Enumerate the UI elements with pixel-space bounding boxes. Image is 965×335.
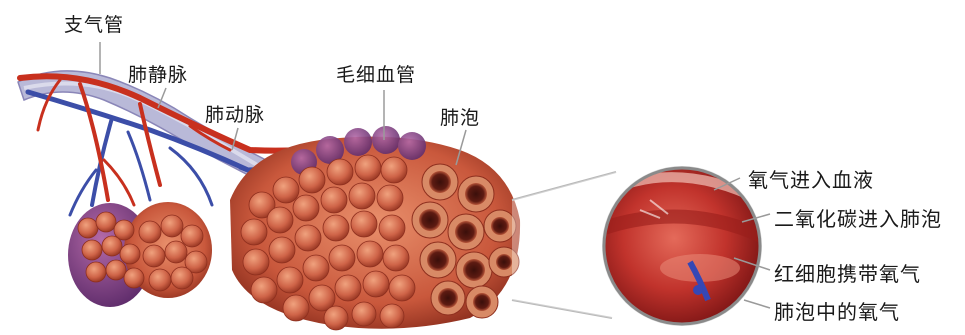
label-pulmonary-artery: 肺动脉	[205, 100, 265, 127]
label-pulmonary-vein: 肺静脉	[128, 60, 188, 87]
main-alveolar-cluster	[230, 126, 520, 330]
callout-oxygen-into-blood: 氧气进入血液	[748, 164, 874, 193]
callout-co2-into-alveolus: 二氧化碳进入肺泡	[774, 203, 942, 232]
callout-rbc-carries-oxygen: 红细胞携带氧气	[774, 258, 921, 287]
small-alveolar-cluster	[68, 202, 212, 307]
label-capillary: 毛细血管	[336, 60, 416, 87]
label-alveolus: 肺泡	[440, 103, 480, 130]
callout-oxygen-in-alveolus: 肺泡中的氧气	[774, 296, 900, 325]
label-bronchus: 支气管	[64, 10, 124, 37]
magnified-view	[602, 166, 770, 326]
